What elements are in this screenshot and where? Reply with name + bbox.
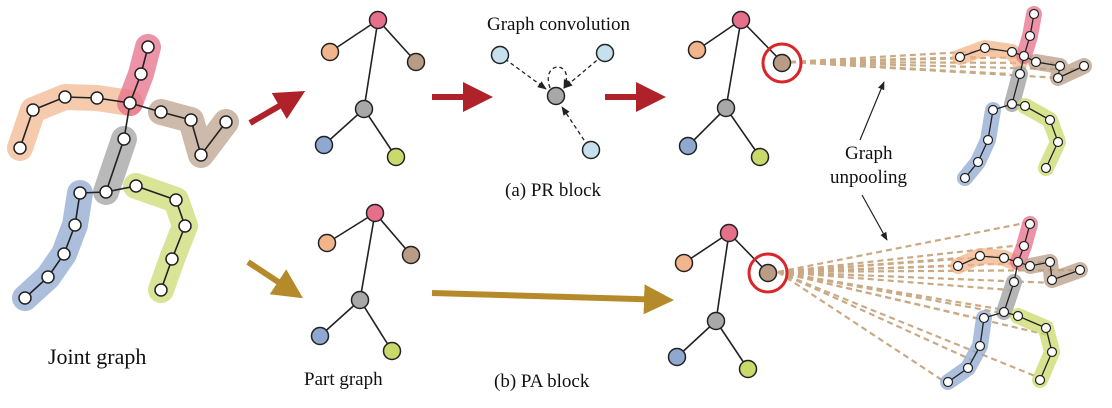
part-node-head — [368, 10, 388, 30]
part-node-torso — [354, 99, 374, 119]
part-node-left-arm — [674, 253, 694, 273]
part-node-right-leg — [386, 147, 406, 167]
joint — [123, 96, 137, 110]
part-node-left-leg — [667, 347, 687, 367]
region-left-leg — [12, 180, 93, 311]
joint — [117, 132, 131, 146]
part-node-head — [719, 223, 739, 243]
joint — [141, 40, 155, 54]
part-node-left-arm — [317, 233, 337, 253]
pa-arrow-1 — [246, 259, 304, 299]
joint — [99, 185, 113, 199]
part-node-head — [365, 203, 385, 223]
joint — [194, 148, 208, 162]
pr-block-label: (a) PR block — [505, 180, 602, 201]
part-node-right-arm — [406, 52, 426, 72]
part-node-right-arm — [758, 263, 778, 283]
graph-unpooling-label-line2: unpooling — [830, 167, 908, 188]
joint — [18, 291, 32, 305]
part-node-left-arm — [320, 42, 340, 62]
joint — [90, 91, 104, 105]
conv-neighbor-node — [595, 43, 615, 63]
conv-neighbor-node — [581, 140, 601, 160]
joint — [169, 193, 183, 207]
joint — [154, 105, 168, 119]
unpooling-dashes-bottom — [777, 220, 1081, 383]
pa-arrow-2 — [431, 284, 674, 315]
part-graph-label: Part graph — [304, 369, 383, 390]
output-skeleton-top — [952, 6, 1092, 186]
unpooling-pointer-up — [859, 81, 885, 141]
part-node-left-leg — [310, 326, 330, 346]
part-graph-bottom: Part graph — [304, 203, 421, 390]
joint-graph-part-regions — [7, 34, 239, 311]
highlight-circle-top — [761, 42, 803, 84]
pa-block-label: (b) PA block — [494, 371, 590, 392]
highlight-circle-bottom — [747, 252, 789, 294]
part-node-torso — [716, 98, 736, 118]
graph-convolution-label: Graph convolution — [487, 14, 631, 35]
joint — [13, 141, 27, 155]
part-node-right-leg — [382, 341, 402, 361]
part-node-torso — [350, 290, 370, 310]
joint-graph: Joint graph — [7, 34, 239, 369]
joint — [73, 186, 87, 200]
part-node-head — [731, 10, 751, 30]
part-node-left-leg — [314, 135, 334, 155]
output-skeleton-bottom — [940, 216, 1088, 390]
joint — [129, 179, 143, 193]
joint — [219, 115, 233, 129]
unpooling-pointer-down — [861, 194, 888, 241]
joint — [41, 270, 55, 284]
joint — [134, 67, 148, 81]
part-node-left-leg — [678, 136, 698, 156]
joint — [68, 218, 82, 232]
graph-unpooling-annotation: Graph unpooling — [830, 81, 908, 241]
joint-graph-joints — [13, 40, 233, 305]
part-node-right-arm — [772, 53, 792, 73]
conv-neighbor-node — [490, 45, 510, 65]
joint — [184, 113, 198, 127]
part-node-right-leg — [738, 359, 758, 379]
joint-graph-label: Joint graph — [48, 344, 146, 369]
graph-unpooling-label-line1: Graph — [845, 143, 893, 164]
part-graph-top — [314, 10, 426, 167]
part-node-left-arm — [687, 40, 707, 60]
part-node-right-arm — [401, 245, 421, 265]
joint — [154, 283, 168, 297]
joint — [26, 103, 40, 117]
pr-arrow-1 — [248, 90, 306, 126]
graph-convolution: Graph convolution (a) PR block — [487, 14, 631, 201]
joint — [178, 219, 192, 233]
joint — [57, 247, 71, 261]
joint — [165, 252, 179, 266]
conv-center-node — [546, 86, 566, 106]
part-node-torso — [706, 311, 726, 331]
part-node-right-leg — [750, 147, 770, 167]
joint — [58, 90, 72, 104]
